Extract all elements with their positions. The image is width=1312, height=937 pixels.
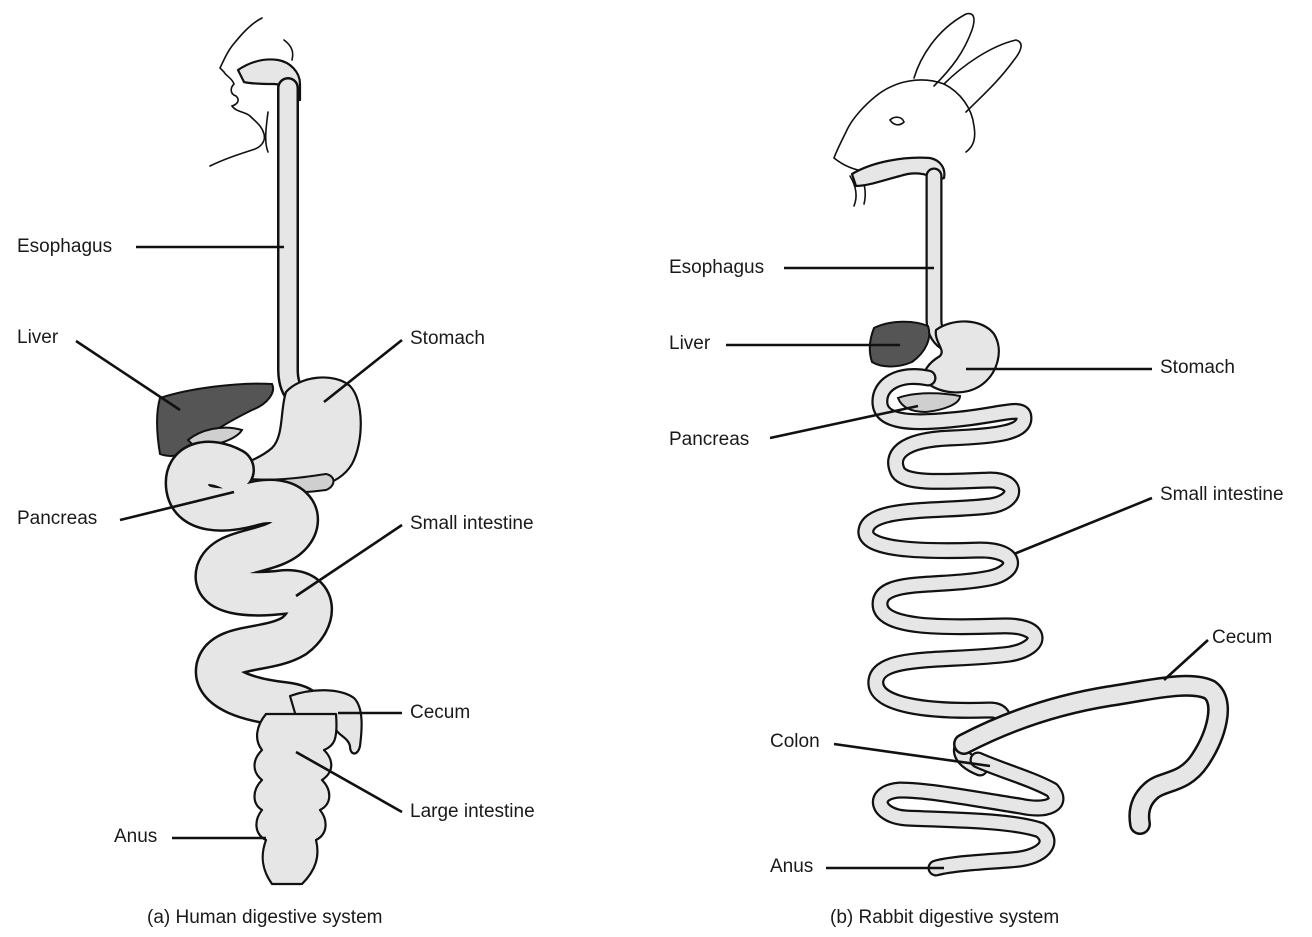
label-liver-b: Liver [669, 333, 710, 355]
label-pancreas-a: Pancreas [17, 508, 97, 530]
label-liver-a: Liver [17, 327, 58, 349]
label-large-intestine-a: Large intestine [410, 801, 535, 823]
label-cecum-b: Cecum [1212, 627, 1272, 649]
rabbit-back-of-head [876, 80, 975, 152]
label-anus-a: Anus [114, 826, 157, 848]
caption-human: (a) Human digestive system [147, 907, 382, 929]
rabbit-eye [890, 117, 904, 125]
label-colon-b: Colon [770, 731, 820, 753]
human-face-profile [210, 18, 264, 166]
label-esophagus-a: Esophagus [17, 236, 112, 258]
leader-cecum-b [1164, 640, 1208, 680]
rabbit-ear-left [914, 14, 974, 86]
label-stomach-a: Stomach [410, 328, 485, 350]
human-digestive-system [76, 18, 402, 884]
label-small-intestine-a: Small intestine [410, 513, 534, 535]
leader-stomach-a [324, 340, 402, 402]
caption-rabbit: (b) Rabbit digestive system [830, 907, 1059, 929]
label-stomach-b: Stomach [1160, 357, 1235, 379]
label-anus-b: Anus [770, 856, 813, 878]
rabbit-ear-right [944, 40, 1021, 112]
human-jaw-line [266, 112, 268, 152]
leader-liver-a [76, 341, 180, 410]
leader-small-intestine-b [1014, 498, 1152, 554]
human-cheek-line [284, 40, 293, 60]
label-small-intestine-b: Small intestine [1160, 484, 1284, 506]
human-large-intestine [255, 714, 337, 884]
label-cecum-a: Cecum [410, 702, 470, 724]
label-esophagus-b: Esophagus [669, 257, 764, 279]
label-pancreas-b: Pancreas [669, 429, 749, 451]
